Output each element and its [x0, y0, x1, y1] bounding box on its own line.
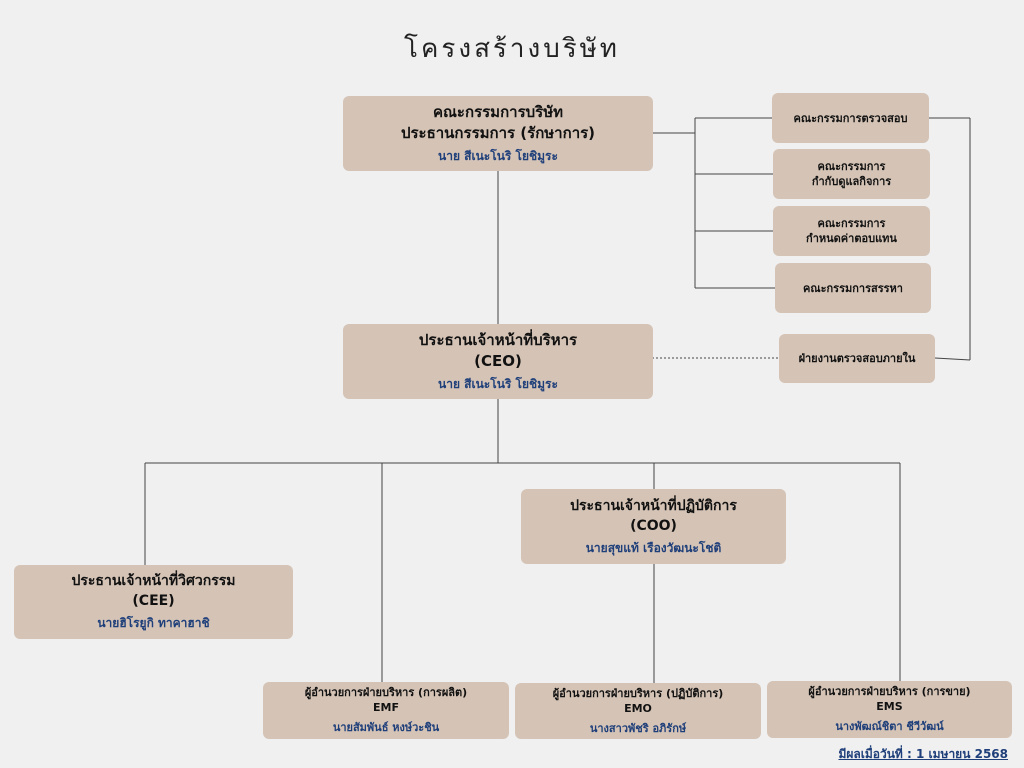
- board-of-directors-box: คณะกรรมการบริษัท ประธานกรรมการ (รักษาการ…: [343, 96, 653, 171]
- cee-name: นายฮิโรยูกิ ทาคาฮาชิ: [97, 616, 210, 630]
- ceo-box: ประธานเจ้าหน้าที่บริหาร (CEO) นาย สีเนะโ…: [343, 324, 653, 399]
- ceo-abbr: (CEO): [474, 351, 522, 370]
- emf-box: ผู้อำนวยการฝ่ายบริหาร (การผลิต) EMF นายส…: [263, 682, 509, 739]
- ceo-name: นาย สีเนะโนริ โยชิมูระ: [438, 376, 558, 391]
- nomination-committee-label: คณะกรรมการสรรหา: [803, 281, 903, 295]
- internal-audit-label: ฝ่ายงานตรวจสอบภายใน: [798, 352, 916, 365]
- remuneration-committee-label-1: คณะกรรมการ: [817, 217, 886, 230]
- internal-audit-box: ฝ่ายงานตรวจสอบภายใน: [779, 334, 935, 383]
- governance-committee-box: คณะกรรมการ กำกับดูแลกิจการ: [773, 149, 930, 199]
- cee-title: ประธานเจ้าหน้าที่วิศวกรรม: [71, 573, 236, 589]
- coo-title: ประธานเจ้าหน้าที่ปฏิบัติการ: [570, 497, 737, 514]
- board-title: คณะกรรมการบริษัท: [432, 102, 563, 121]
- governance-committee-label-1: คณะกรรมการ: [817, 160, 886, 173]
- ems-box: ผู้อำนวยการฝ่ายบริหาร (การขาย) EMS นางพั…: [767, 681, 1012, 738]
- emf-title: ผู้อำนวยการฝ่ายบริหาร (การผลิต): [304, 686, 468, 699]
- audit-committee-label: คณะกรรมการตรวจสอบ: [793, 111, 908, 125]
- coo-name: นายสุขแท้ เรืองวัฒนะโชติ: [585, 540, 722, 555]
- ceo-title: ประธานเจ้าหน้าที่บริหาร: [418, 330, 578, 349]
- remuneration-committee-box: คณะกรรมการ กำหนดค่าตอบแทน: [773, 206, 930, 256]
- remuneration-committee-label-2: กำหนดค่าตอบแทน: [806, 232, 897, 245]
- ems-abbr: EMS: [876, 700, 903, 713]
- ems-name: นางพัฒณ์ชิตา ชีวีวัฒน์: [835, 720, 944, 733]
- board-chairman-name: นาย สีเนะโนริ โยชิมูระ: [438, 148, 558, 163]
- board-chairman-title: ประธานกรรมการ (รักษาการ): [400, 123, 596, 142]
- ems-title: ผู้อำนวยการฝ่ายบริหาร (การขาย): [808, 685, 971, 698]
- emf-name: นายสัมพันธ์ หงษ์วะชิน: [332, 721, 440, 734]
- audit-committee-box: คณะกรรมการตรวจสอบ: [772, 93, 929, 143]
- page-title: โครงสร้างบริษัท: [404, 34, 620, 64]
- emo-abbr: EMO: [624, 701, 652, 715]
- effective-date-link[interactable]: มีผลเมื่อวันที่ : 1 เมษายน 2568: [838, 747, 1008, 761]
- emo-name: นางสาวพัชริ อภิรักษ์: [589, 721, 687, 735]
- emf-abbr: EMF: [373, 701, 399, 714]
- coo-box: ประธานเจ้าหน้าที่ปฏิบัติการ (COO) นายสุข…: [521, 489, 786, 564]
- nomination-committee-box: คณะกรรมการสรรหา: [775, 263, 931, 313]
- governance-committee-label-2: กำกับดูแลกิจการ: [811, 175, 892, 188]
- coo-abbr: (COO): [630, 517, 677, 534]
- emo-box: ผู้อำนวยการฝ่ายบริหาร (ปฏิบัติการ) EMO น…: [515, 683, 761, 739]
- cee-abbr: (CEE): [132, 593, 175, 609]
- emo-title: ผู้อำนวยการฝ่ายบริหาร (ปฏิบัติการ): [552, 686, 724, 700]
- cee-box: ประธานเจ้าหน้าที่วิศวกรรม (CEE) นายฮิโรย…: [14, 565, 293, 639]
